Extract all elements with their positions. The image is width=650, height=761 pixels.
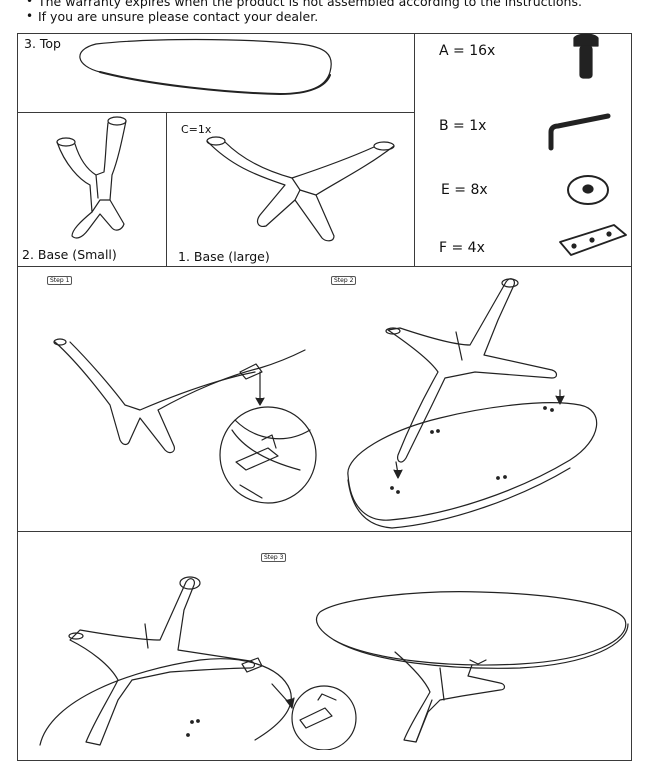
washer-icon xyxy=(567,175,609,205)
step-2-tag: Step 2 xyxy=(331,276,357,285)
part-label-base-large: 1. Base (large) xyxy=(178,249,270,264)
hardware-a-label: A = 16x xyxy=(439,43,496,59)
base-large-illustration xyxy=(206,136,395,242)
hardware-e-label: E = 8x xyxy=(441,182,488,198)
part-label-top: 3. Top xyxy=(24,36,61,51)
step-1-tag: Step 1 xyxy=(47,276,73,285)
note-contact: If you are unsure please contact your de… xyxy=(26,9,582,24)
step-3-tag: Step 3 xyxy=(261,553,287,562)
note-warranty: The warranty expires when the product is… xyxy=(26,0,582,9)
step-3-assembly-illustration xyxy=(39,576,357,750)
step-1-illustration xyxy=(53,338,317,504)
table-top-illustration xyxy=(79,38,332,95)
hardware-f-label: F = 4x xyxy=(439,240,485,256)
mounting-plate-icon xyxy=(559,224,627,256)
part-c-quantity: C=1x xyxy=(181,123,212,136)
base-small-illustration xyxy=(56,116,127,239)
hardware-b-label: B = 1x xyxy=(439,118,487,134)
bolt-icon xyxy=(573,33,599,79)
step-2-illustration xyxy=(347,278,598,529)
finished-table-illustration xyxy=(315,591,629,743)
part-label-base-small: 2. Base (Small) xyxy=(22,247,117,262)
allen-key-icon xyxy=(548,113,611,151)
warranty-notes: The warranty expires when the product is… xyxy=(26,0,582,24)
